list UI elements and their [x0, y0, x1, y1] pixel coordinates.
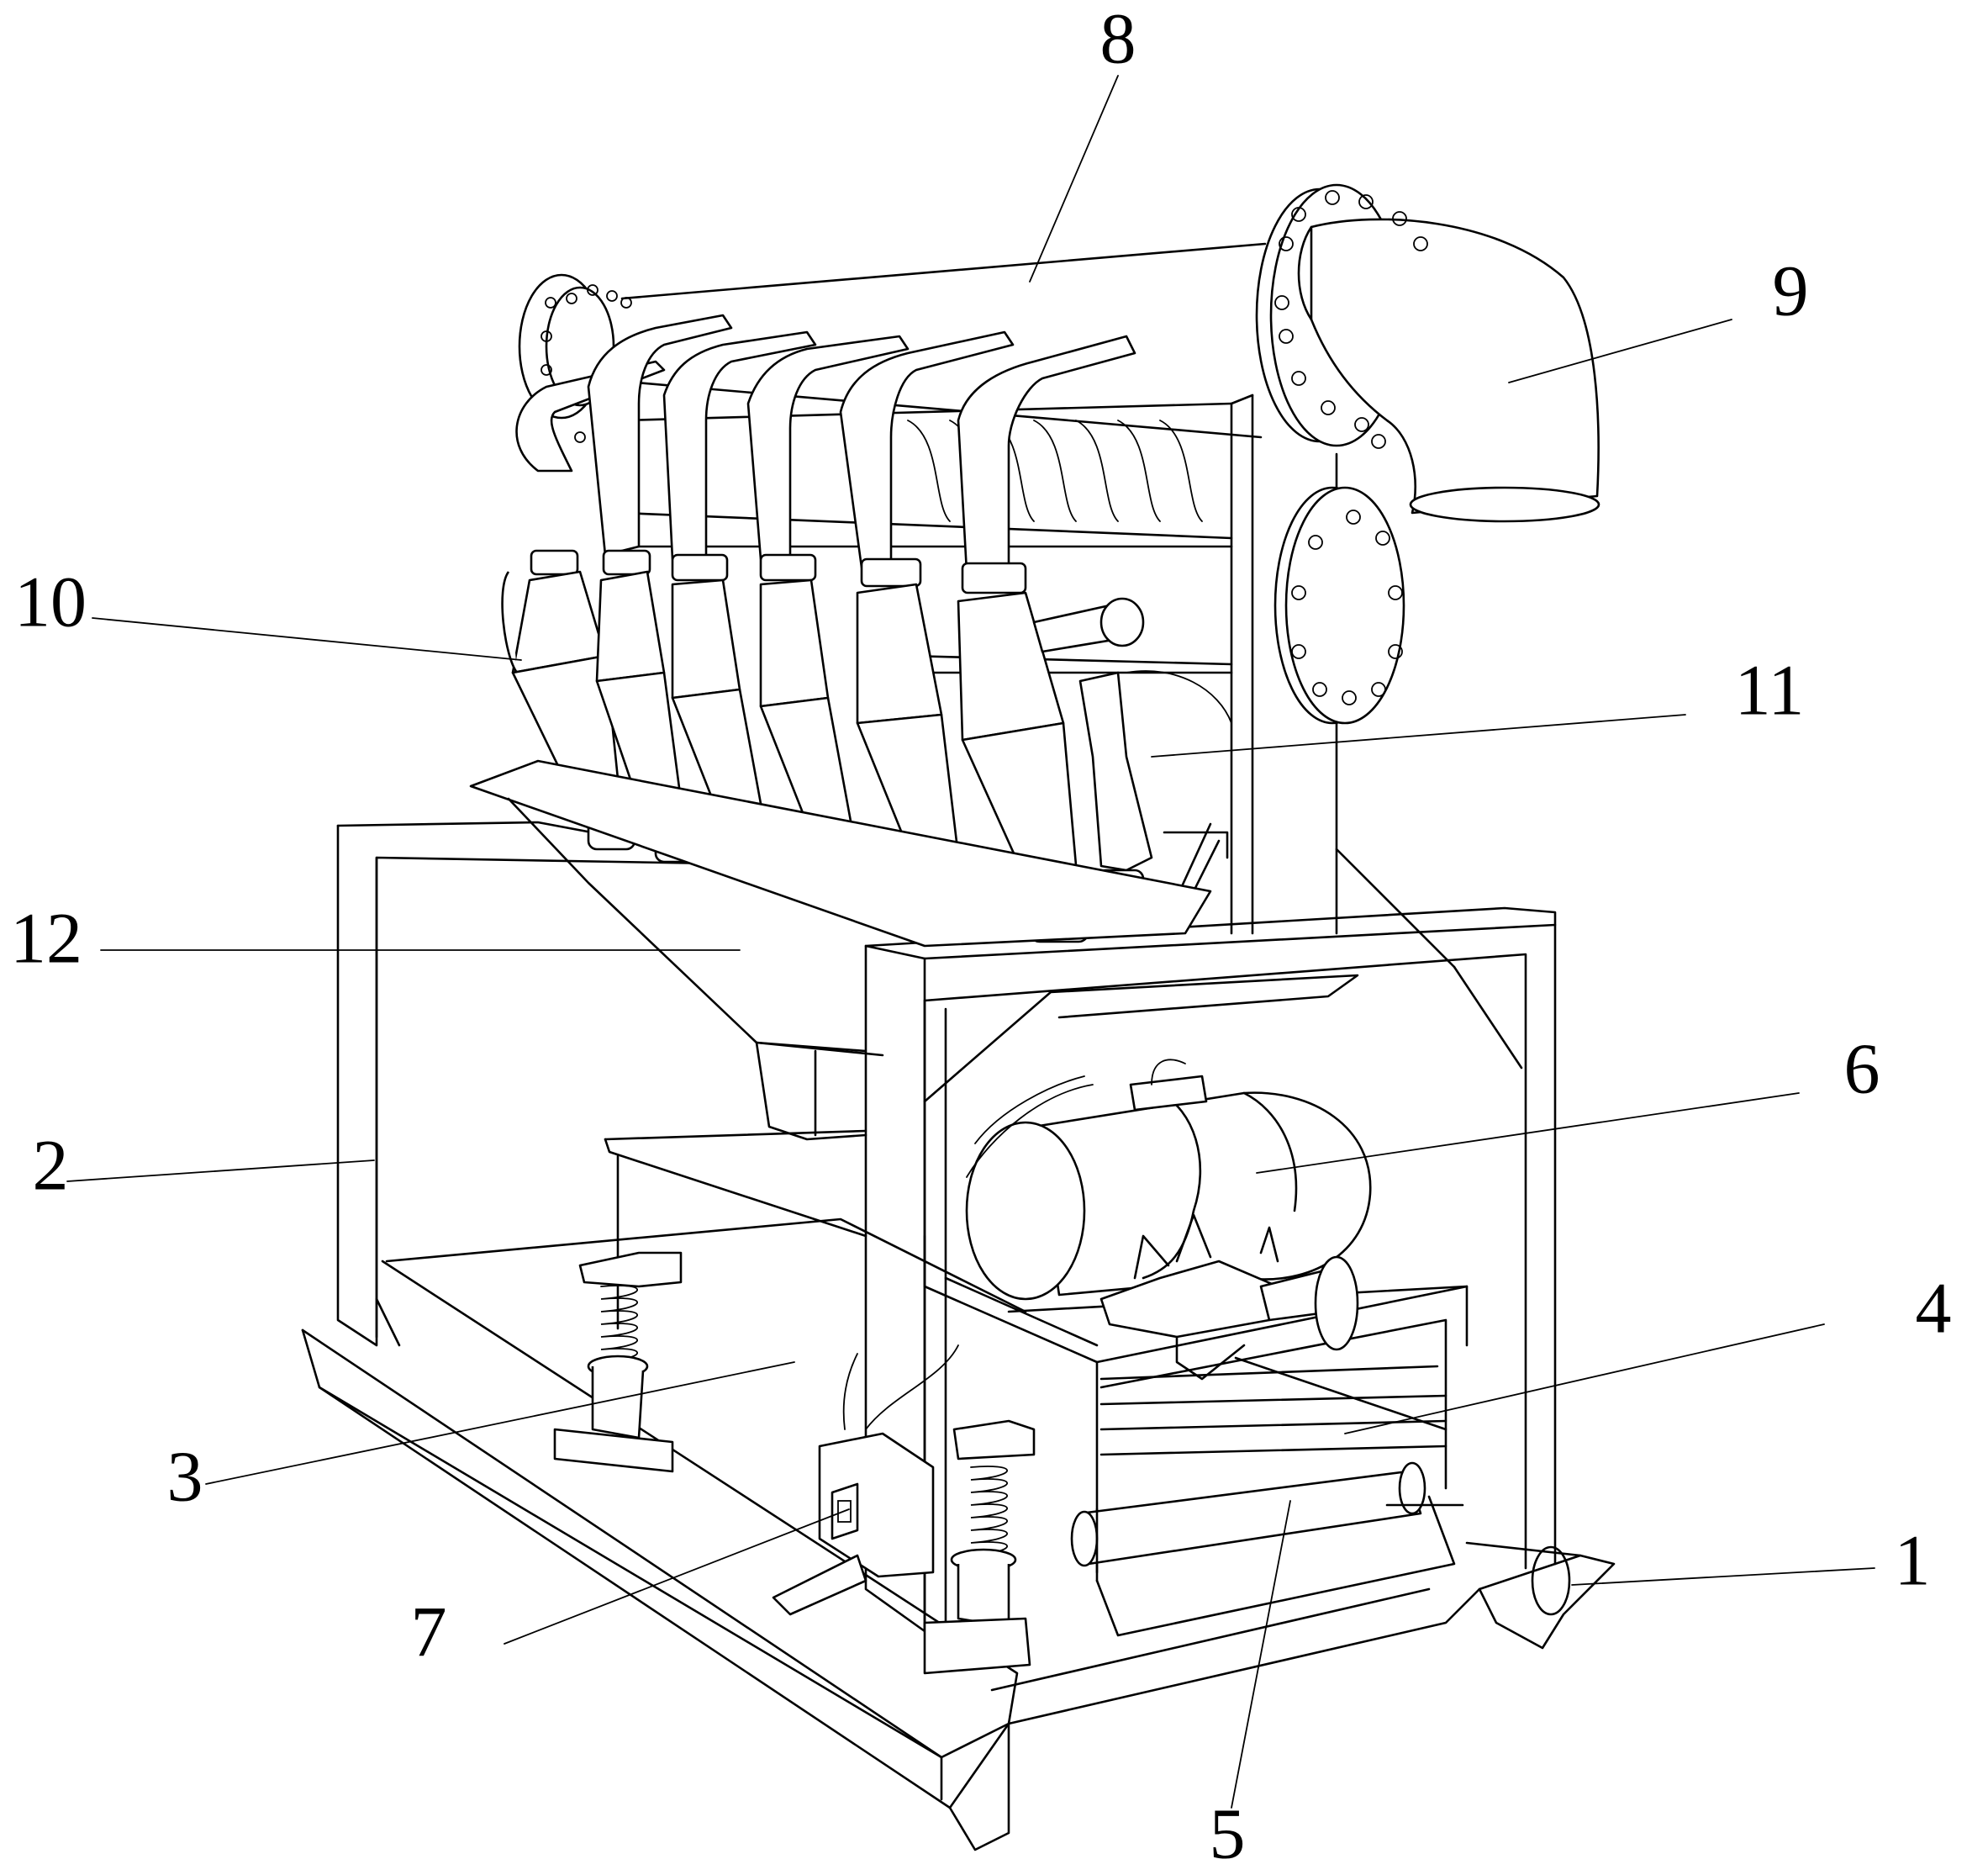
callout-1: 1 [1895, 1520, 1931, 1601]
callout-9: 9 [1773, 251, 1809, 331]
leader-8 [1029, 75, 1119, 283]
leader-2 [66, 1159, 375, 1182]
leader-4 [1344, 1323, 1825, 1434]
shaker-screen-box [553, 1129, 1469, 1675]
right-frame [864, 906, 1557, 1633]
leader-9 [1508, 319, 1732, 383]
callout-labels: 1 2 3 4 5 6 7 8 9 10 11 12 [10, 0, 1952, 1874]
cyclone-7 [1078, 670, 1232, 906]
callout-10: 10 [14, 562, 87, 642]
vibration-motor [965, 1059, 1372, 1381]
inlet-elbow [1255, 183, 1600, 523]
outlet-flange [1273, 486, 1405, 725]
callout-11: 11 [1735, 650, 1805, 731]
underflow-trough [469, 759, 1212, 1141]
base-skid [301, 1217, 1616, 1851]
callout-6: 6 [1844, 1028, 1880, 1109]
leader-3 [205, 1361, 795, 1485]
leader-1 [1571, 1567, 1875, 1586]
leader-6 [1256, 1092, 1800, 1174]
leader-5 [1231, 1500, 1291, 1809]
callout-8: 8 [1100, 0, 1136, 79]
callout-7: 7 [411, 1592, 447, 1672]
callout-12: 12 [10, 898, 82, 979]
leader-11 [1151, 714, 1686, 758]
leader-10 [92, 617, 522, 661]
callout-5: 5 [1210, 1793, 1246, 1874]
callout-4: 4 [1916, 1268, 1952, 1349]
callout-2: 2 [33, 1125, 69, 1206]
callout-3: 3 [167, 1436, 203, 1517]
leader-lines [66, 75, 1875, 1809]
leader-7 [504, 1508, 850, 1645]
